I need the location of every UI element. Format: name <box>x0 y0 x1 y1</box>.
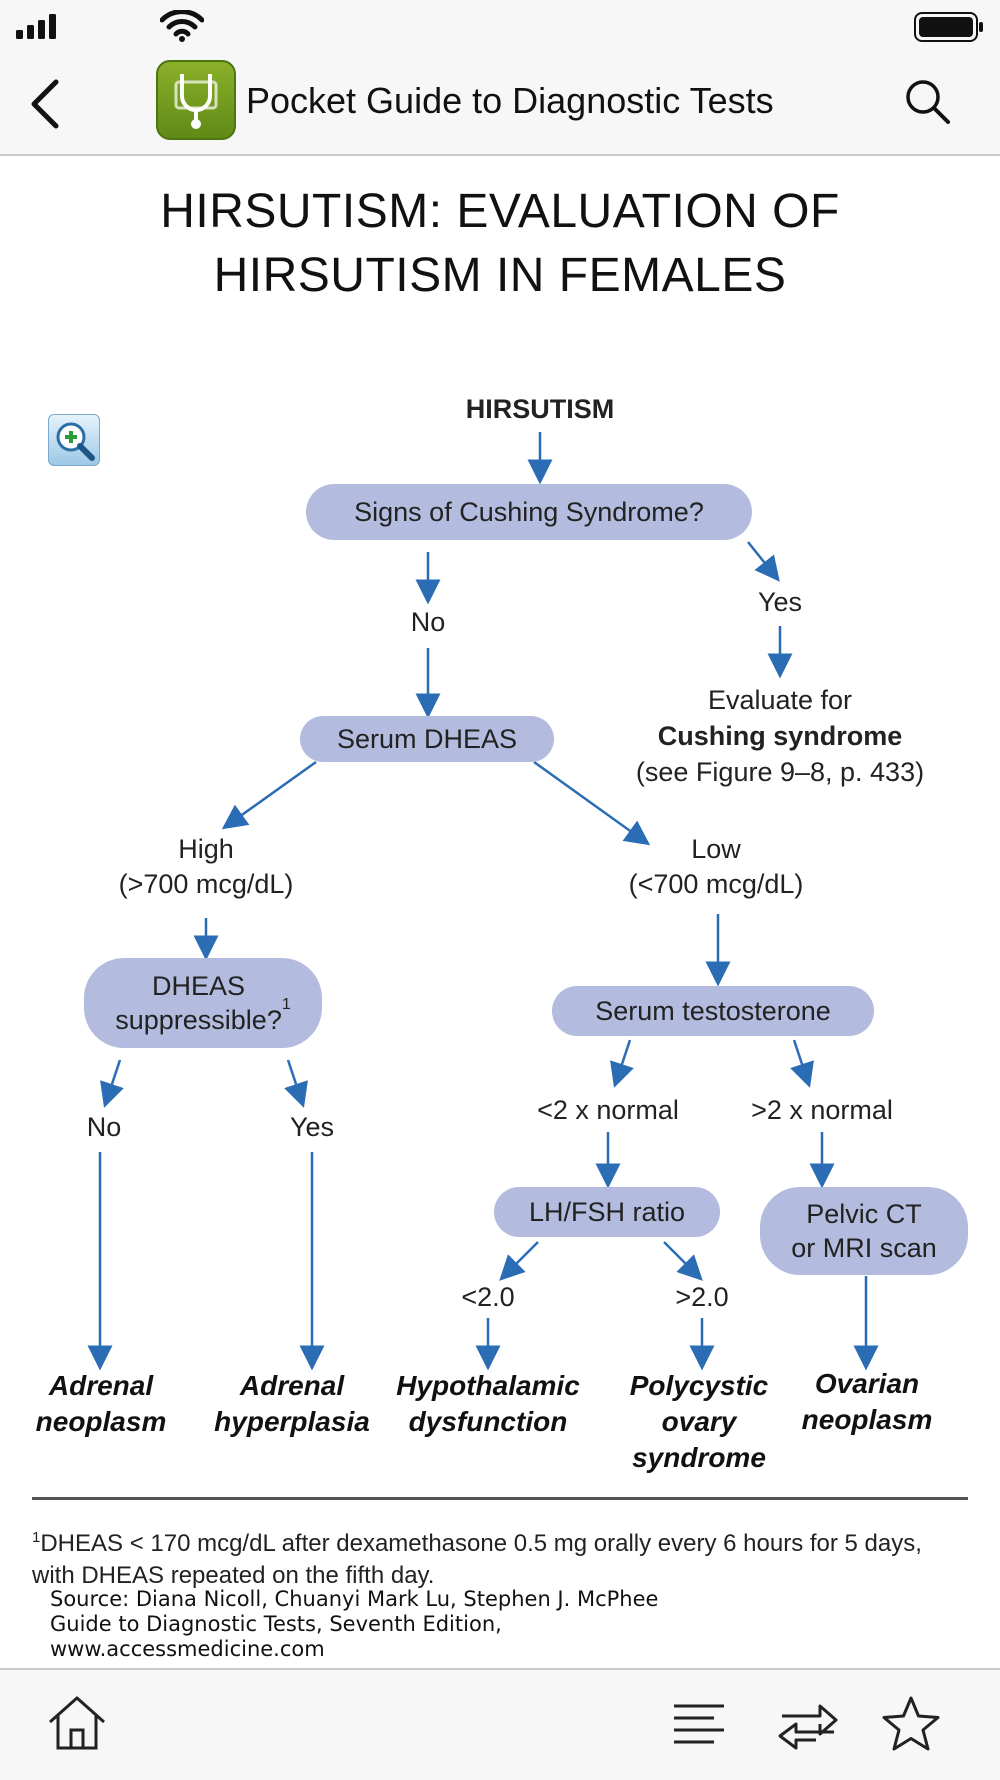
label-yes-suppressible: Yes <box>289 1112 335 1142</box>
label-evaluate-for: Evaluate for <box>707 685 853 715</box>
arrow-suppressible-to-yes <box>284 1059 308 1108</box>
node-cushing-question: Signs of Cushing Syndrome? <box>306 484 752 540</box>
star-icon[interactable] <box>880 1694 942 1754</box>
outcome-adrenal-hyperplasia: Adrenal hyperplasia <box>214 1370 370 1437</box>
cellular-signal-icon <box>16 14 56 39</box>
label-gt-2-0: >2.0 <box>675 1282 729 1312</box>
swap-arrows-icon[interactable] <box>776 1696 840 1752</box>
footnote-marker: 1 <box>281 996 291 1013</box>
node-dheas-suppressible-text: DHEAS suppressible? <box>115 971 282 1035</box>
label-gt-2x-normal: >2 x normal <box>751 1095 893 1125</box>
label-lt-2-0: <2.0 <box>461 1282 515 1312</box>
home-icon[interactable] <box>46 1694 108 1752</box>
stethoscope-icon <box>174 74 218 129</box>
outcome-hypothalamic-dysfunction: Hypothalamic dysfunction <box>396 1370 580 1437</box>
label-see-figure: (see Figure 9–8, p. 433) <box>635 757 925 787</box>
footnote-mark: 1 <box>32 1529 41 1546</box>
arrow-cushing-to-yes <box>747 541 780 582</box>
footnote-text: DHEAS < 170 mcg/dL after dexamethasone 0… <box>32 1530 922 1589</box>
list-icon[interactable] <box>672 1700 728 1748</box>
outcome-adrenal-neoplasm: Adrenal neoplasm <box>35 1370 167 1437</box>
zoom-in-icon <box>56 422 95 461</box>
wifi-icon <box>160 10 204 42</box>
label-low: Low (<700 mcg/dL) <box>628 834 804 899</box>
outcome-polycystic-ovary-syndrome: Polycystic ovary syndrome <box>629 1370 769 1473</box>
arrow-dheas-to-low <box>533 760 651 846</box>
chevron-left-icon[interactable] <box>26 76 66 132</box>
app-title: Pocket Guide to Diagnostic Tests <box>246 80 774 121</box>
flowchart-arrows <box>87 432 879 1371</box>
label-lt-2x-normal: <2 x normal <box>537 1095 679 1125</box>
node-serum-testosterone: Serum testosterone <box>552 986 874 1036</box>
label-yes-cushing: Yes <box>757 587 803 617</box>
arrow-lhfsh-to-gt2 <box>663 1241 703 1281</box>
page-title: HIRSUTISM: EVALUATION OF HIRSUTISM IN FE… <box>160 185 840 302</box>
footnote: 1DHEAS < 170 mcg/dL after dexamethasone … <box>32 1522 962 1592</box>
flow-start-hirsutism: HIRSUTISM <box>465 394 615 424</box>
source-citation: Source: Diana Nicoll, Chuanyi Mark Lu, S… <box>50 1587 659 1661</box>
app-logo <box>156 60 236 140</box>
node-pelvic-ct-mri: Pelvic CT or MRI scan <box>760 1187 968 1275</box>
outcome-ovarian-neoplasm: Ovarian neoplasm <box>801 1368 933 1435</box>
status-bar <box>0 0 1000 58</box>
zoom-in-button[interactable] <box>48 414 100 466</box>
arrow-dheas-to-high <box>221 760 317 830</box>
label-cushing-syndrome: Cushing syndrome <box>657 721 903 751</box>
node-serum-dheas: Serum DHEAS <box>300 716 554 762</box>
node-lh-fsh-ratio: LH/FSH ratio <box>494 1187 720 1237</box>
divider <box>32 1497 968 1500</box>
label-no-cushing: No <box>410 607 446 637</box>
arrow-testosterone-to-gt2x <box>790 1039 814 1088</box>
search-icon[interactable] <box>902 76 952 126</box>
arrow-suppressible-to-no <box>100 1059 124 1108</box>
node-dheas-suppressible: DHEAS suppressible?1 <box>84 958 322 1048</box>
battery-icon <box>914 12 983 42</box>
bottom-toolbar <box>0 1668 1000 1780</box>
label-no-suppressible: No <box>86 1112 122 1142</box>
label-high: High (>700 mcg/dL) <box>118 834 294 899</box>
arrow-lhfsh-to-lt2 <box>499 1241 539 1281</box>
arrow-testosterone-to-lt2x <box>610 1039 634 1088</box>
